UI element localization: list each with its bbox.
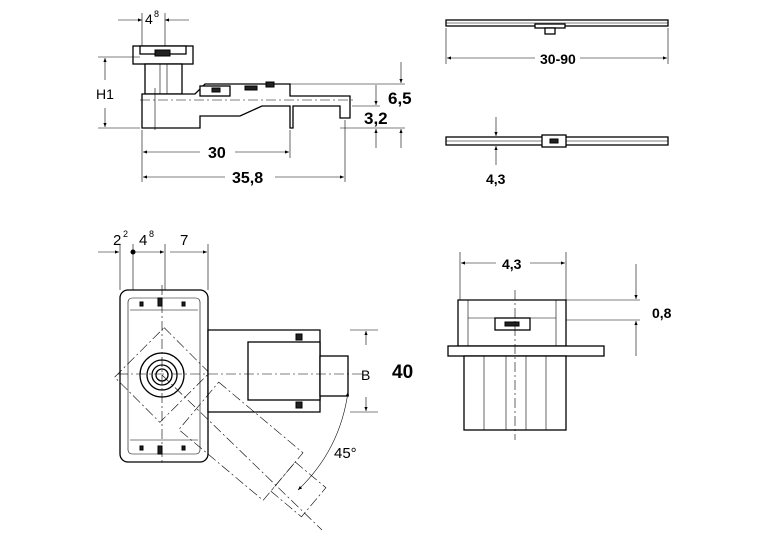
dim-358: 35,8 xyxy=(232,170,263,187)
dim-7: 7 xyxy=(180,232,188,249)
dim-65: 6,5 xyxy=(388,89,412,108)
dim-22: 2 xyxy=(113,232,121,249)
dim-top-48: 4 xyxy=(145,11,153,27)
front-view-drain: 4,3 0,8 xyxy=(447,252,672,440)
dim-top-48-sup: 8 xyxy=(154,9,159,19)
dim-length: 30-90 xyxy=(540,51,576,67)
dim-width: 4,3 xyxy=(502,256,522,272)
dim-thickness: 4,3 xyxy=(486,171,506,187)
dim-22-sup: 2 xyxy=(123,229,128,239)
plan-view-drain: 2 2 4 8 7 xyxy=(98,229,413,531)
dim-48: 4 xyxy=(139,232,147,249)
channel-views: 30-90 4,3 xyxy=(445,19,669,187)
dim-32: 3,2 xyxy=(364,109,388,128)
dim-b: B xyxy=(361,367,370,383)
dim-48-sup: 8 xyxy=(149,229,154,239)
dim-30: 30 xyxy=(208,145,226,162)
dim-angle: 45° xyxy=(334,445,357,462)
dim-h1: H1 xyxy=(96,86,114,102)
dim-08: 0,8 xyxy=(652,305,672,321)
dim-40: 40 xyxy=(392,362,413,383)
side-view-drain: 4 8 H1 6,5 3,2 xyxy=(96,9,412,187)
